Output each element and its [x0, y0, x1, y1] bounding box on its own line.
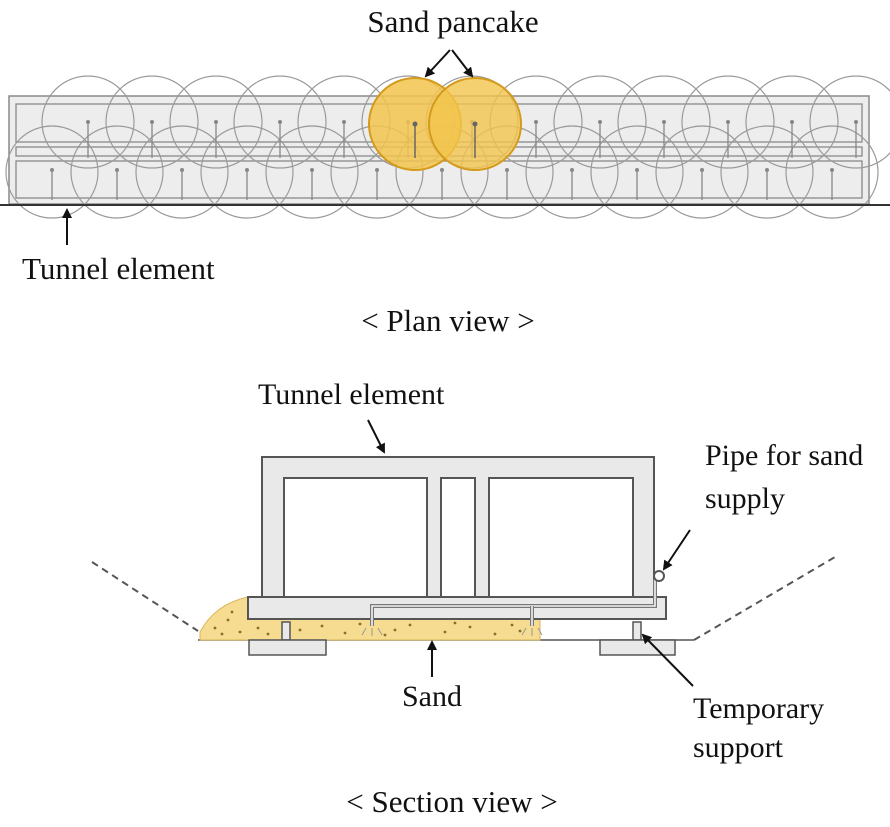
trench-slope-left: [91, 561, 199, 632]
supply-pipe-outlet: [245, 168, 249, 172]
supply-pipe-outlet: [310, 168, 314, 172]
pancake-outline-upper: [809, 75, 890, 169]
supply-pipe-outlet: [534, 120, 538, 124]
temporary-support-line2: support: [693, 731, 784, 764]
sand-grain: [510, 623, 514, 627]
plan-view: Sand pancake Tunnel element < Plan view …: [0, 4, 890, 338]
pancake-outline-lower: [590, 125, 684, 219]
pipe-outlet-cap: [653, 570, 665, 582]
sand-grain: [443, 630, 447, 634]
sand-grain: [220, 632, 224, 636]
supply-pipe-outlet: [662, 120, 666, 124]
supply-pipe-outlet: [375, 168, 379, 172]
sand-supply-pipe: [361, 570, 665, 636]
pipe-label-line1: Pipe for sand: [705, 439, 863, 472]
supply-pipe-outlet: [150, 120, 154, 124]
sand-grain: [453, 621, 457, 625]
supply-pipe-outlet: [830, 168, 834, 172]
supply-pipe-outlet: [790, 120, 794, 124]
plan-tunnel-element-label: Tunnel element: [22, 251, 215, 286]
sand-grain: [393, 628, 397, 632]
trench-slope-right: [693, 556, 836, 641]
pancake-outline-upper: [41, 75, 135, 169]
temporary-support-right: [599, 621, 676, 656]
sand-grain: [320, 624, 324, 628]
sand-pancake-arrow-right: [451, 49, 474, 78]
supply-pipe-outlet: [598, 120, 602, 124]
pancake-outline-lower: [525, 125, 619, 219]
pancake-outline-upper: [169, 75, 263, 169]
sand-grain: [493, 632, 497, 636]
sand-grain: [226, 618, 230, 622]
pancake-outline-lower: [135, 125, 229, 219]
supply-pipe-outlet: [570, 168, 574, 172]
pancake-outline-lower: [655, 125, 749, 219]
supply-pipe-outlet: [214, 120, 218, 124]
pancake-outline-lower: [5, 125, 99, 219]
section-view: Tunnel element Pipe for sand supply Sand…: [91, 378, 863, 819]
sand-grain: [256, 626, 260, 630]
sand-grain: [238, 630, 242, 634]
pipe-label-arrow: [662, 529, 691, 571]
sand-pancake-label: Sand pancake: [367, 4, 538, 39]
sand-grain: [358, 622, 362, 626]
pancake-outline-upper: [233, 75, 327, 169]
sand-grains: [213, 610, 522, 637]
section-tunnel-element-label: Tunnel element: [258, 378, 445, 411]
supply-pipe-outlet: [50, 168, 54, 172]
supply-pipe-outlet: [342, 120, 346, 124]
sand-label: Sand: [402, 680, 462, 713]
supply-pipe-outlet: [505, 168, 509, 172]
supply-pipe-outlet: [700, 168, 704, 172]
sand-grain: [343, 631, 347, 635]
plan-view-caption: < Plan view >: [361, 303, 535, 338]
temporary-support-left: [248, 621, 327, 656]
section-tunnel-element: [247, 456, 667, 620]
supply-pipe-outlet: [86, 120, 90, 124]
supply-pipe-outlet: [854, 120, 858, 124]
sand-grain: [230, 610, 234, 614]
section-tunnel-element-arrow: [367, 419, 385, 454]
sand-pancake-arrow-left: [424, 49, 451, 78]
temporary-support-arrow: [641, 633, 694, 687]
pancake-outline-upper: [617, 75, 711, 169]
pancake-outline-lower: [200, 125, 294, 219]
pancake-outline-lower: [785, 125, 879, 219]
sand-grain: [383, 633, 387, 637]
sand-grain: [213, 626, 217, 630]
temporary-support-line1: Temporary: [693, 692, 824, 725]
supply-pipe-outlet: [765, 168, 769, 172]
supply-pipe-outlet: [115, 168, 119, 172]
pancake-outline-lower: [720, 125, 814, 219]
pancake-outline-lower: [70, 125, 164, 219]
pancake-outline-lower: [265, 125, 359, 219]
supply-pipe-outlet: [278, 120, 282, 124]
sand-grain: [298, 628, 302, 632]
sand-grain: [408, 623, 412, 627]
sand-grain: [266, 632, 270, 636]
pipe-label-line2: supply: [705, 482, 785, 515]
pancake-outline-upper: [105, 75, 199, 169]
pancake-outline-upper: [745, 75, 839, 169]
pancake-outline-upper: [681, 75, 775, 169]
supply-pipe-outlet: [440, 168, 444, 172]
pancake-outline-upper: [553, 75, 647, 169]
section-view-caption: < Section view >: [346, 784, 557, 819]
supply-pipe-outlet: [180, 168, 184, 172]
sand-grain: [468, 625, 472, 629]
supply-pipe-outlet: [635, 168, 639, 172]
sand-grain: [518, 629, 522, 633]
supply-pipe-outlet: [726, 120, 730, 124]
